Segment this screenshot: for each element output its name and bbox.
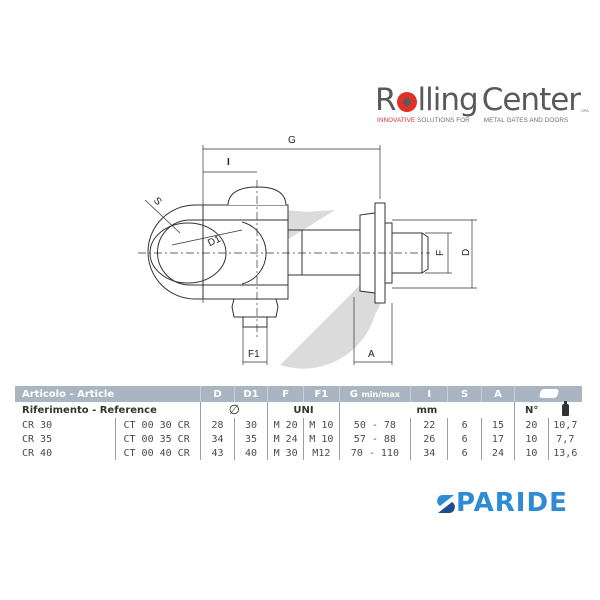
cell-g: 50 - 78: [338, 418, 411, 432]
header-s: S: [447, 386, 482, 402]
dim-label-f1: F1: [248, 349, 260, 360]
cell-d: 43: [200, 446, 235, 460]
cell-a: 15: [480, 418, 515, 432]
header-f1: F1: [303, 386, 340, 402]
cell-qty: 10: [514, 432, 549, 446]
cell-f: M 30: [267, 446, 304, 460]
cell-code: CT 00 30 CR: [115, 418, 201, 432]
dim-label-d: D: [461, 249, 472, 256]
tagline-right: METAL GATES AND DOORS: [483, 117, 569, 124]
dim-label-f: F: [435, 250, 446, 256]
cell-d: 34: [200, 432, 235, 446]
cell-f1: M12: [302, 446, 340, 460]
logo-tagline: INNOVATIVE SOLUTIONS FOR METAL GATES AND …: [377, 117, 568, 124]
cell-g: 70 - 110: [338, 446, 411, 460]
cell-weight: 13,6: [547, 446, 582, 460]
table-row: CR 30 CT 00 30 CR 28 30 M 20 M 10 50 - 7…: [15, 418, 582, 432]
diameter-icon: ∅: [200, 402, 268, 418]
tagline-highlight: INNOVATIVE: [377, 117, 416, 124]
table-row: CR 40 CT 00 40 CR 43 40 M 30 M12 70 - 11…: [15, 446, 582, 460]
cell-f1: M 10: [302, 418, 340, 432]
logo-red-o-icon: [396, 92, 417, 112]
cell-f: M 20: [267, 418, 304, 432]
table-row: CR 35 CT 00 35 CR 34 35 M 24 M 10 57 - 8…: [15, 432, 582, 446]
cell-weight: 10,7: [547, 418, 582, 432]
cell-a: 24: [480, 446, 515, 460]
header-i: I: [410, 386, 449, 402]
cell-f: M 24: [267, 432, 304, 446]
specification-table: Articolo - Article D D1 F F1 G min/max I…: [15, 386, 582, 460]
technical-drawing: G I S D1 F D F1 A: [138, 135, 477, 369]
header-g: G min/max: [339, 386, 412, 402]
subheader-uni: UNI: [267, 402, 340, 418]
cell-d1: 40: [233, 446, 268, 460]
diameter-symbol: ∅: [228, 402, 240, 418]
cell-code: CT 00 35 CR: [115, 432, 201, 446]
header-f: F: [267, 386, 304, 402]
dim-label-i: I: [227, 157, 230, 168]
cell-s: 6: [447, 418, 482, 432]
header-g-label: G: [349, 388, 358, 400]
cell-ref: CR 30: [22, 419, 53, 431]
cell-d1: 30: [233, 418, 268, 432]
logo-letter-r: R: [375, 82, 397, 118]
header-article: Articolo - Article: [15, 386, 202, 402]
header-d1: D1: [234, 386, 269, 402]
cell-s: 6: [447, 446, 482, 460]
cell-d: 28: [200, 418, 235, 432]
cell-code: CT 00 40 CR: [115, 446, 201, 460]
cell-a: 17: [480, 432, 515, 446]
tagline-rest: SOLUTIONS FOR: [415, 117, 470, 124]
bottle-icon: [561, 401, 569, 416]
header-pack: [514, 386, 582, 402]
cell-s: 6: [447, 432, 482, 446]
paride-wordmark: PARIDE: [456, 488, 568, 518]
cell-ref: CR 40: [22, 447, 53, 459]
cell-i: 22: [410, 418, 448, 432]
header-a: A: [481, 386, 516, 402]
logo-text-center: Center: [481, 82, 581, 118]
box-icon: [538, 389, 559, 398]
dim-label-a: A: [368, 349, 375, 360]
subheader-reference: Riferimento - Reference: [22, 404, 157, 416]
cell-weight: 7,7: [547, 432, 582, 446]
table-subheader-row: Riferimento - Reference ∅ UNI mm N°: [15, 401, 582, 418]
paride-s-icon: [437, 495, 455, 513]
dim-label-s: S: [151, 195, 164, 208]
dim-label-g: G: [288, 135, 296, 146]
header-g-sub: min/max: [361, 389, 401, 399]
dim-label-d1: D1: [206, 234, 223, 250]
cell-d1: 35: [233, 432, 268, 446]
cell-qty: 10: [514, 446, 549, 460]
cell-g: 57 - 88: [338, 432, 411, 446]
logo-spa: SPA: [581, 108, 589, 113]
cell-i: 26: [410, 432, 448, 446]
weight-cell: [548, 401, 582, 418]
subheader-mm: mm: [338, 402, 515, 418]
subheader-qty: N°: [514, 402, 549, 418]
cell-i: 34: [410, 446, 448, 460]
logo-text-lling: lling: [417, 82, 479, 118]
cell-ref: CR 35: [22, 433, 53, 445]
table-header-row: Articolo - Article D D1 F F1 G min/max I…: [15, 386, 582, 402]
cell-qty: 20: [514, 418, 549, 432]
header-d: D: [200, 386, 235, 402]
cell-f1: M 10: [302, 432, 340, 446]
